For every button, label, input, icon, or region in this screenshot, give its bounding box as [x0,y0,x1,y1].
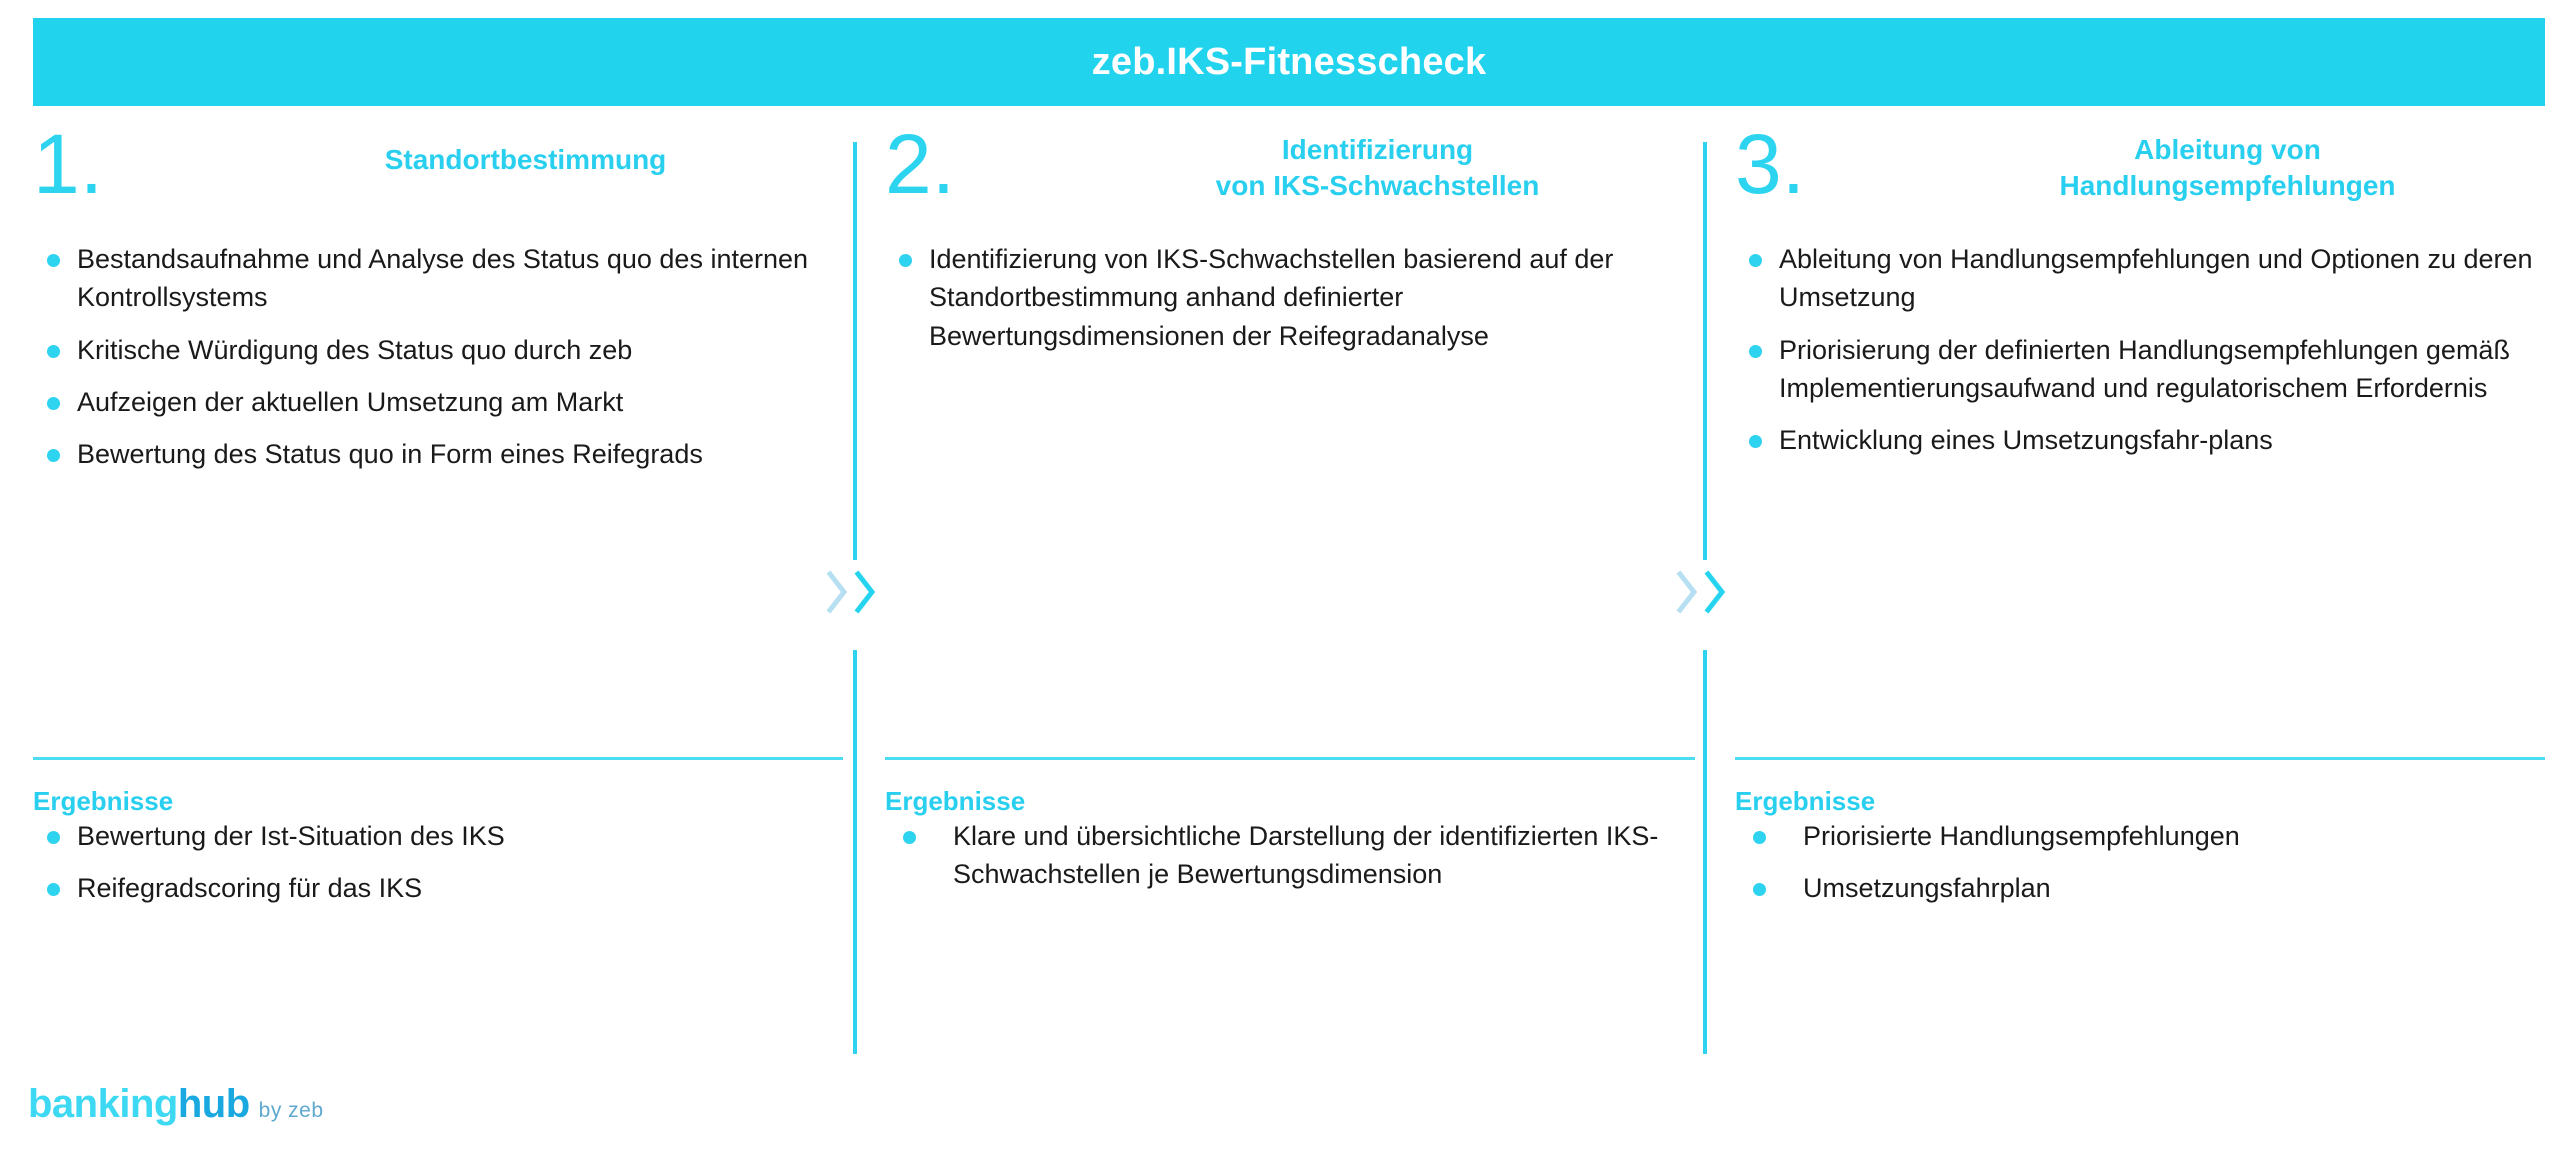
list-item: Kritische Würdigung des Status quo durch… [33,331,843,369]
list-item: Ableitung von Handlungsempfehlungen und … [1735,240,2545,317]
results-divider-1 [33,757,843,760]
results-title-1: Ergebnisse [33,786,174,816]
chevron-right-icon [1704,570,1726,614]
results-title-3: Ergebnisse [1735,786,1876,816]
column-divider-1-bottom [853,650,857,1054]
list-item: Aufzeigen der aktuellen Umsetzung am Mar… [33,383,843,421]
title-line: Standortbestimmung [384,144,667,175]
list-item: Bewertung des Status quo in Form eines R… [33,435,843,473]
column-1-bullet-list: Bestandsaufnahme und Analyse des Status … [33,240,843,474]
title-line: Ableitung von [2134,134,2321,165]
column-divider-2-top [1703,142,1707,560]
page-title: zeb.IKS-Fitnesscheck [1091,41,1487,83]
chevron-right-icon [826,570,848,614]
column-3-bullet-list: Ableitung von Handlungsempfehlungen und … [1735,240,2545,460]
results-title-2: Ergebnisse [885,786,1026,816]
column-2-bullet-list: Identifizierung von IKS-Schwachstellen b… [885,240,1695,355]
title-line: Identifizierung [1281,134,1474,165]
column-3-results: Ergebnisse Priorisierte Handlungsempfehl… [1735,757,2545,922]
column-3-number: 3. [1735,117,1806,211]
list-item: Priorisierung der definierten Handlungse… [1735,331,2545,408]
results-divider-3 [1735,757,2545,760]
chevron-right-icon [854,570,876,614]
column-1-number: 1. [33,117,104,211]
column-1-title: Standortbestimmung [208,142,843,178]
column-1-results-list: Bewertung der Ist-Situation des IKS Reife… [33,817,843,908]
list-item: Identifizierung von IKS-Schwachstellen b… [885,240,1695,355]
list-item: Entwicklung eines Umsetzungsfahr-plans [1735,421,2545,459]
results-divider-2 [885,757,1695,760]
list-item: Klare und übersichtliche Darstellung der… [885,817,1695,894]
column-divider-2-bottom [1703,650,1707,1054]
bankinghub-logo: banking hub by zeb [28,1082,324,1127]
column-2-number: 2. [885,117,956,211]
list-item: Reifegradscoring für das IKS [33,869,843,907]
logo-text-hub: hub [177,1082,250,1126]
column-1: 1. Standortbestimmung Bestandsaufnahme u… [33,122,843,1060]
column-1-results: Ergebnisse Bewertung der Ist-Situation d… [33,757,843,922]
list-item: Bewertung der Ist-Situation des IKS [33,817,843,855]
column-2-results-list: Klare und übersichtliche Darstellung der… [885,817,1695,894]
chevron-right-icon [1676,570,1698,614]
column-divider-1-top [853,142,857,560]
header-bar: zeb.IKS-Fitnesscheck [33,18,2545,106]
chevron-connector-2 [1675,568,1729,616]
list-item: Umsetzungsfahrplan [1735,869,2545,907]
list-item: Priorisierte Handlungsempfehlungen [1735,817,2545,855]
logo-text-byzeb: by zeb [258,1099,324,1122]
list-item: Bestandsaufnahme und Analyse des Status … [33,240,843,317]
title-line: von IKS-Schwachstellen [1215,169,1540,201]
column-2-results: Ergebnisse Klare und übersichtliche Dars… [885,757,1695,908]
chevron-connector-1 [825,568,879,616]
logo-text-banking: banking [28,1082,178,1126]
column-1-header: 1. Standortbestimmung [33,122,843,240]
columns-container: 1. Standortbestimmung Bestandsaufnahme u… [0,122,2560,1060]
title-line: Handlungsempfehlungen [2059,169,2396,201]
column-2-title: Identifizierung von IKS-Schwachstellen [1060,132,1695,204]
